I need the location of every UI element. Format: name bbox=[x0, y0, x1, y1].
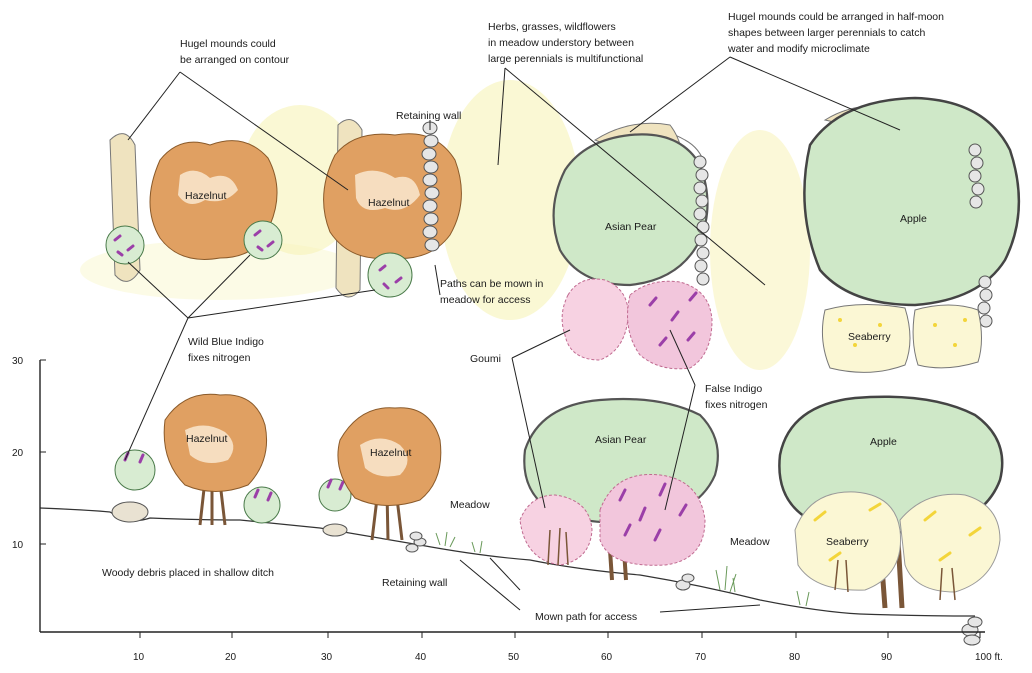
note-retaining-wall-top: Retaining wall bbox=[396, 110, 461, 122]
apple-section-label: Apple bbox=[870, 436, 897, 448]
false-indigo-section bbox=[600, 474, 705, 565]
hazelnut-plan-2-label: Hazelnut bbox=[368, 197, 410, 209]
x-tick-40: 40 bbox=[415, 652, 427, 663]
seaberry-section-label: Seaberry bbox=[826, 536, 869, 548]
y-tick-20: 20 bbox=[12, 448, 24, 459]
seaberry-plan: Seaberry bbox=[822, 304, 981, 372]
note-false-indigo: False Indigo fixes nitrogen bbox=[705, 383, 768, 411]
hazelnut-section-2-label: Hazelnut bbox=[370, 447, 412, 459]
x-tick-100: 100 ft. bbox=[975, 652, 1003, 663]
x-tick-80: 80 bbox=[789, 652, 801, 663]
x-tick-70: 70 bbox=[695, 652, 707, 663]
goumi-plan bbox=[562, 279, 628, 360]
note-herbs-meadow: Herbs, grasses, wildflowers in meadow un… bbox=[488, 21, 643, 65]
x-tick-60: 60 bbox=[601, 652, 613, 663]
x-tick-90: 90 bbox=[881, 652, 893, 663]
x-tick-30: 30 bbox=[321, 652, 333, 663]
woody-debris-2 bbox=[323, 524, 347, 536]
note-retaining-wall-bottom: Retaining wall bbox=[382, 577, 447, 589]
note-hugel-halfmoon: Hugel mounds could be arranged in half-m… bbox=[727, 11, 947, 55]
apple-plan-label: Apple bbox=[900, 213, 927, 225]
retaining-wall-section bbox=[406, 532, 426, 552]
note-wild-blue-indigo: Wild Blue Indigo fixes nitrogen bbox=[188, 336, 267, 364]
note-mown-path: Mown path for access bbox=[535, 611, 637, 623]
note-woody-debris: Woody debris placed in shallow ditch bbox=[102, 567, 274, 579]
seaberry-plan-label: Seaberry bbox=[848, 331, 891, 343]
section-view: Hazelnut Hazelnut Asian Pear bbox=[40, 394, 1002, 645]
asian-pear-section-label: Asian Pear bbox=[595, 434, 647, 446]
false-indigo-plan bbox=[628, 281, 712, 369]
hazelnut-section-2: Hazelnut bbox=[338, 408, 441, 540]
asian-pear-plan: Asian Pear bbox=[554, 123, 708, 285]
asian-pear-plan-label: Asian Pear bbox=[605, 221, 657, 233]
y-tick-10: 10 bbox=[12, 540, 24, 551]
x-tick-50: 50 bbox=[508, 652, 520, 663]
apple-plan: Apple bbox=[804, 98, 1019, 305]
hazelnut-plan-1-label: Hazelnut bbox=[185, 190, 227, 202]
note-goumi: Goumi bbox=[470, 353, 501, 365]
x-tick-10: 10 bbox=[133, 652, 145, 663]
hazelnut-section-1-label: Hazelnut bbox=[186, 433, 228, 445]
woody-debris-1 bbox=[112, 502, 148, 522]
hazelnut-plan-2: Hazelnut bbox=[324, 134, 462, 259]
note-meadow-right: Meadow bbox=[730, 536, 770, 548]
y-tick-30: 30 bbox=[12, 356, 24, 367]
note-hugel-contour: Hugel mounds could be arranged on contou… bbox=[180, 38, 290, 66]
note-meadow-left: Meadow bbox=[450, 499, 490, 511]
x-tick-20: 20 bbox=[225, 652, 237, 663]
